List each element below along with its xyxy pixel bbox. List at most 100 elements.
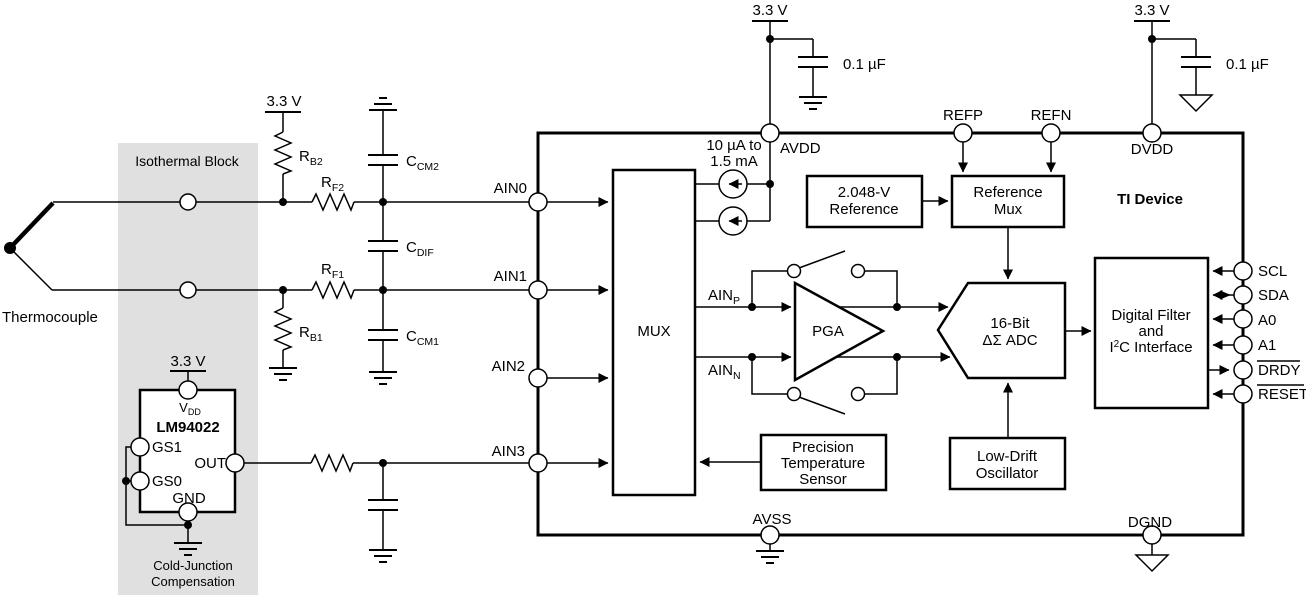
mux-block: MUX [611,168,697,497]
digital-filter-label: and [1138,323,1163,340]
filter-resistor-rf2: RF2 [311,174,355,212]
filter-resistor-rf1: RF1 [311,261,355,300]
dvdd-bypass-cap-label: 0.1 µF [1226,56,1269,73]
supply-3v3-label: 3.3 V [752,2,787,19]
ccm2-label: CCM2 [406,153,439,173]
digital-filter-label: I2C Interface [1109,339,1192,356]
digital-filter-label: Digital Filter [1111,307,1190,324]
ground-symbol [798,96,828,110]
pga-bypass-wire-bottom [751,357,787,395]
ccm1-label: CCM1 [406,328,439,348]
current-source-range-label: 10 µA to [706,137,761,154]
oscillator-label: Oscillator [976,465,1039,482]
ain0-pin [528,192,548,212]
gnd-pin [178,502,198,522]
cdif-label: CDIF [406,239,434,259]
ti-device-label: TI Device [1117,191,1183,208]
current-source-range-label: 1.5 mA [710,153,758,170]
ti-device-outline [536,131,1245,537]
refn-pin [1041,123,1061,143]
voltage-reference-label: 2.048-V [838,184,891,201]
avdd-bypass-cap-label: 0.1 µF [843,56,886,73]
reference-mux-label: Mux [994,201,1023,218]
isothermal-block-label: Isothermal Block [135,153,239,169]
dvdd-pin-label: DVDD [1131,141,1174,158]
refp-pin [953,123,973,143]
supply-3v3-label: 3.3 V [1134,2,1169,19]
adc-label: 16-Bit [990,315,1030,332]
adc-label: ΔΣ ADC [982,332,1037,349]
digital-ground-symbol [1179,94,1213,112]
switch-contact [850,386,866,402]
avss-pin-group: AVSS [753,511,792,564]
gs1-pin [130,437,150,457]
avss-pin-label: AVSS [753,511,792,528]
ground-symbol [368,371,398,385]
out-pin-label: OUT [194,455,226,472]
mux-label: MUX [637,323,670,340]
gs0-pin-label: GS0 [152,473,182,490]
avdd-pin-label: AVDD [780,140,821,157]
reset-pin-label: RESET [1258,386,1306,403]
dvdd-pin [1142,123,1162,143]
ain3-pin [528,453,548,473]
a1-pin [1233,335,1253,355]
resistor-rf1 [311,280,355,300]
voltage-reference-label: Reference [829,201,898,218]
pga-bypass-wire-bottom [865,357,898,395]
scl-pin [1233,261,1253,281]
avss-pin [760,525,780,545]
oscillator-block: Low-Drift Oscillator [948,382,1067,491]
ain2-pin [528,368,548,388]
thermocouple-positive-lead [8,201,55,250]
gs1-pin-label: GS1 [152,439,182,456]
dgnd-pin-group: DGND [1128,514,1172,572]
isothermal-terminal-bottom [179,281,197,299]
cold-junction-caption: Compensation [151,574,235,589]
pga-bypass-wire-top [751,270,787,307]
sda-pin [1233,285,1253,305]
analog-input-pins: AIN0 AIN1 AIN2 AIN3 [492,180,609,473]
vdd-pin [178,380,198,400]
reference-mux-body [950,174,1066,229]
a0-pin [1233,309,1253,329]
pga-body [793,280,886,383]
temp-sensor-label: Temperature [781,455,865,472]
ground-symbol [755,550,785,564]
ain1-pin-label: AIN1 [494,268,527,285]
gs0-pin [130,471,150,491]
resistor-ain3 [310,453,354,473]
ti-device: TI Device [536,131,1245,537]
thermocouple: Thermocouple [2,201,98,326]
resistor-rb1 [273,307,293,351]
a1-pin-label: A1 [1258,337,1276,354]
reset-pin [1233,384,1253,404]
pga-bypass-wire-top [865,270,898,307]
oscillator-body [948,436,1067,491]
bias-resistor-rb1: RB1 [268,290,323,381]
ainp-signal-label: AINP [708,287,740,307]
rf1-label: RF1 [321,261,344,281]
rb2-label: RB2 [299,148,323,168]
supply-3v3-label: 3.3 V [170,353,205,370]
vdd-pin-label: VDD [179,400,201,417]
out-pin [225,453,245,473]
temp-sensor-label: Precision [792,439,854,456]
switch-contact [850,263,866,279]
ainn-signal-label: AINN [708,362,741,382]
lm94022-part-label: LM94022 [156,419,219,436]
ain1-pin [528,280,548,300]
refn-pin-label: REFN [1031,107,1072,124]
bias-resistor-rb2: 3.3 V RB2 [265,93,323,202]
temp-sensor-body [759,433,888,492]
digital-filter-block: Digital Filter and I2C Interface [1093,256,1210,410]
thermocouple-negative-lead [9,247,53,291]
ground-symbol [368,97,398,111]
ain3-rc-filter [244,453,529,563]
temp-sensor-block: Precision Temperature Sensor [699,433,888,492]
temp-sensor-label: Sensor [799,471,847,488]
common-mode-cap-ccm2: CCM2 [368,97,439,202]
reference-mux-block: Reference Mux [950,174,1066,280]
adc-block: 16-Bit ΔΣ ADC [936,281,1092,380]
